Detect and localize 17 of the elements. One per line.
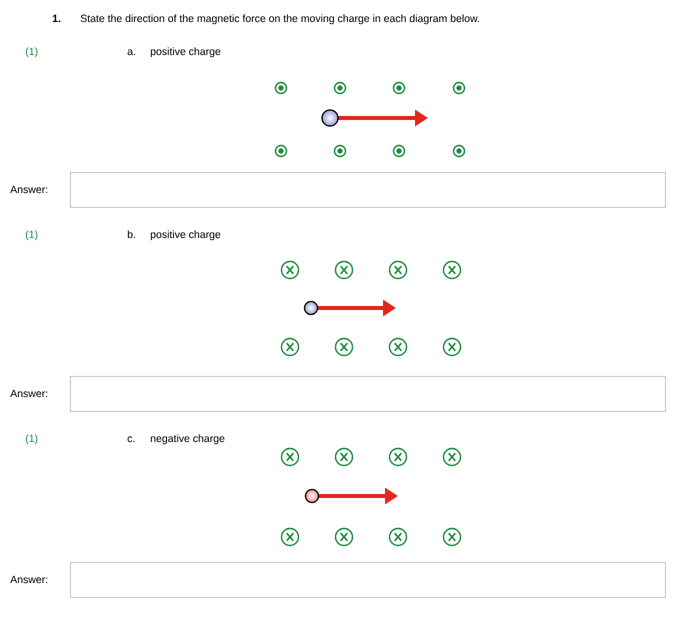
part-letter: b.: [128, 230, 135, 238]
answer-box: [70, 562, 666, 598]
answer-box: [70, 376, 666, 412]
marks-label: (1): [26, 230, 38, 240]
answer-label: Answer:: [10, 186, 48, 194]
answer-box: [70, 172, 666, 208]
part-letter: c.: [128, 436, 134, 442]
part-text: positive charge: [150, 230, 220, 240]
part-text: positive charge: [150, 47, 220, 58]
marks-label: (1): [26, 47, 38, 58]
part-text: negative charge: [150, 434, 224, 444]
question-number: 1.: [52, 14, 60, 22]
question-text: State the direction of the magnetic force on the moving charge in each diagram below.: [80, 14, 479, 24]
marks-label: (1): [26, 434, 38, 444]
answer-label: Answer:: [10, 576, 48, 584]
part-letter: a.: [128, 49, 135, 56]
answer-label: Answer:: [10, 390, 48, 398]
